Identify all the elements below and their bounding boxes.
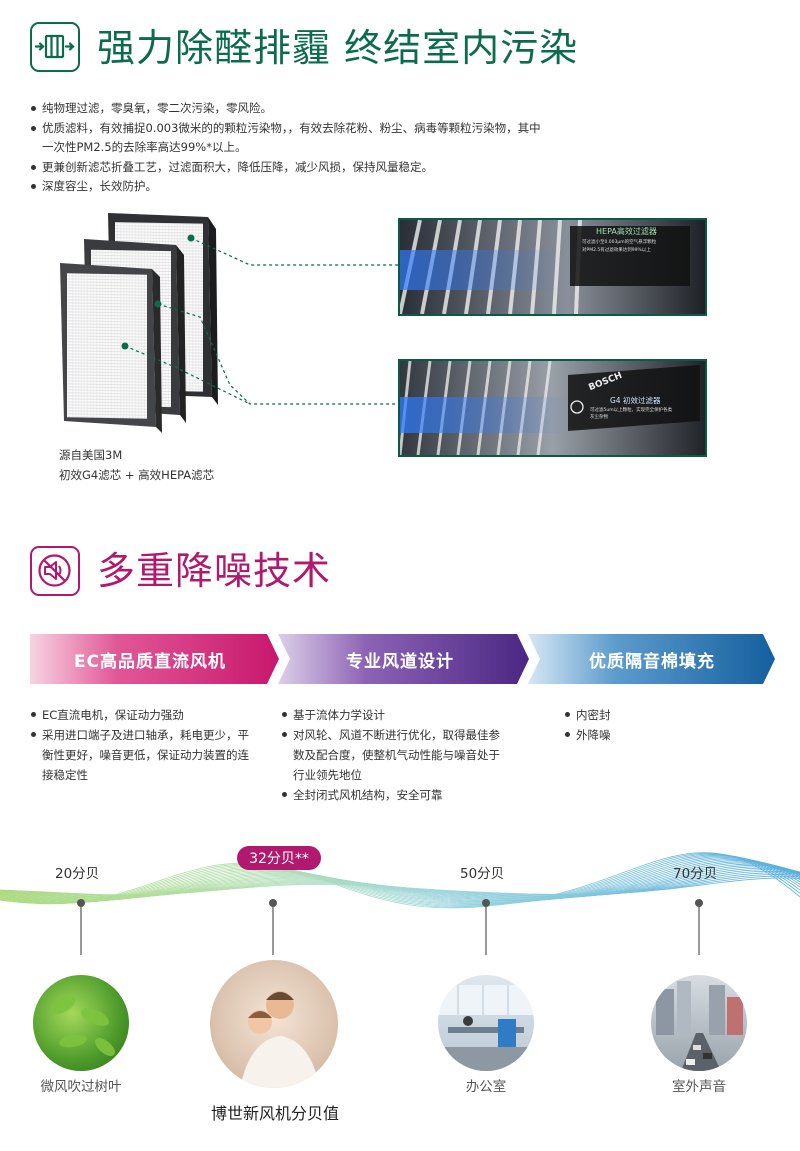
list-item: 更兼创新滤芯折叠工艺，过滤面积大，降低压降，减少风损，保持风量稳定。	[30, 158, 620, 178]
filter-icon	[34, 34, 75, 59]
section2-title: 多重降噪技术	[97, 549, 332, 593]
list-item: 纯物理过滤，零臭氧，零二次污染，零风险。	[30, 99, 620, 119]
hepa-label-line2: 对PM2.5有过滤效果达到99%以上	[582, 248, 651, 253]
filter-source-caption: 源自美国3M	[59, 448, 123, 462]
office-image	[438, 985, 534, 1071]
list-item: 优质滤料，有效捕捉0.003微米的的颗粒污染物，，有效去除花粉、粉尘、病毒等颗粒…	[30, 119, 620, 158]
noise-section-icon	[30, 546, 80, 596]
wave-line	[0, 856, 800, 905]
list-item: 对风轮、风道不断进行优化，取得最佳参数及配合度，使整机气动性能与噪音处于行业领先…	[281, 725, 511, 785]
g4-label-title: G4 初效过滤器	[610, 396, 661, 405]
street-photo	[651, 975, 747, 1071]
hepa-filter-closeup-image	[400, 220, 705, 314]
mute-speaker-icon	[38, 554, 71, 587]
wave-line	[0, 856, 800, 904]
filter-feature-list: 纯物理过滤，零臭氧，零二次污染，零风险。 优质滤料，有效捕捉0.003微米的的颗…	[30, 99, 620, 197]
leaves-image	[50, 995, 115, 1056]
leaves-photo	[33, 975, 129, 1071]
ec-motor-feature-list: EC直流电机，保证动力强劲 采用进口端子及进口轴承，耗电更少，平衡性更好，噪音更…	[30, 705, 255, 785]
banner-ec-motor: EC高品质直流风机	[73, 651, 227, 672]
hepa-label-line1: 可过滤小至0.003μm的空气悬浮颗粒	[582, 240, 657, 245]
g4-filter-front	[60, 263, 162, 433]
g4-filter-photo: BOSCH G4 初效过滤器 可过滤5um以上颗粒，实现完全保护各类 灰尘杂物	[398, 359, 707, 457]
office-photo	[438, 975, 534, 1071]
family-image	[240, 991, 320, 1088]
wave-line	[0, 853, 800, 907]
feature-banner-strip	[30, 634, 775, 684]
wave-line	[0, 860, 800, 902]
place-label-bosch: 博世新风机分贝值	[210, 1104, 339, 1123]
db-badge-32: 32分贝**	[237, 846, 321, 870]
list-item: 深度容尘，长效防护。	[30, 177, 620, 197]
wave-line	[0, 858, 800, 904]
hepa-label-title: HEPA高效过滤器	[596, 227, 657, 236]
place-label-office: 办公室	[465, 1079, 507, 1095]
list-item: 外降噪	[564, 725, 714, 745]
sound-wave-graphic	[0, 852, 800, 909]
banner-shape-ec	[30, 634, 279, 684]
list-item: 采用进口端子及进口轴承，耗电更少，平衡性更好，噪音更低，保证动力装置的连接稳定性	[30, 725, 255, 785]
family-photo	[210, 960, 338, 1088]
place-label-leaves: 微风吹过树叶	[40, 1079, 122, 1095]
db-marker-lines	[77, 899, 703, 955]
air-duct-feature-list: 基于流体力学设计 对风轮、风道不断进行优化，取得最佳参数及配合度，使整机气动性能…	[281, 705, 511, 805]
wave-line	[0, 854, 800, 907]
g4-label-line1: 可过滤5um以上颗粒，实现完全保护各类	[590, 408, 673, 413]
banner-shape-duct	[278, 634, 529, 684]
list-item-text: 优质滤料，有效捕捉0.003微米的的颗粒污染物，，有效去除花粉、粉尘、病毒等颗粒…	[42, 120, 541, 135]
filter-type-caption: 初效G4滤芯 + 高效HEPA滤芯	[59, 468, 215, 482]
list-item: 全封闭式风机结构，安全可靠	[281, 785, 511, 805]
banner-shape-insulation	[528, 634, 775, 684]
insulation-feature-list: 内密封 外降噪	[564, 705, 714, 745]
list-item: EC直流电机，保证动力强劲	[30, 705, 255, 725]
list-item: 内密封	[564, 705, 714, 725]
banner-sound-insulation: 优质隔音棉填充	[589, 651, 715, 672]
wave-line	[0, 852, 800, 908]
banner-air-duct: 专业风道设计	[346, 651, 454, 672]
filter-section-icon	[30, 22, 80, 72]
db-label-20: 20分贝	[55, 866, 100, 882]
section1-title: 强力除醛排霾 终结室内污染	[97, 26, 579, 70]
g4-filter-closeup-image	[400, 361, 705, 455]
list-item-text: 一次性PM2.5的去除率高达99%*以上。	[42, 140, 247, 154]
wave-line	[0, 855, 800, 906]
street-image	[656, 981, 743, 1071]
list-item: 基于流体力学设计	[281, 705, 511, 725]
db-label-70: 70分贝	[673, 866, 718, 882]
place-label-street: 室外声音	[672, 1079, 726, 1095]
hepa-filter-photo: HEPA高效过滤器 可过滤小至0.003μm的空气悬浮颗粒 对PM2.5有过滤效…	[398, 218, 707, 316]
filter-stack-illustration	[60, 213, 400, 433]
db-label-50: 50分贝	[460, 866, 505, 882]
g4-label-line2: 灰尘杂物	[590, 415, 608, 420]
wave-line	[0, 858, 800, 903]
wave-line	[0, 852, 800, 909]
